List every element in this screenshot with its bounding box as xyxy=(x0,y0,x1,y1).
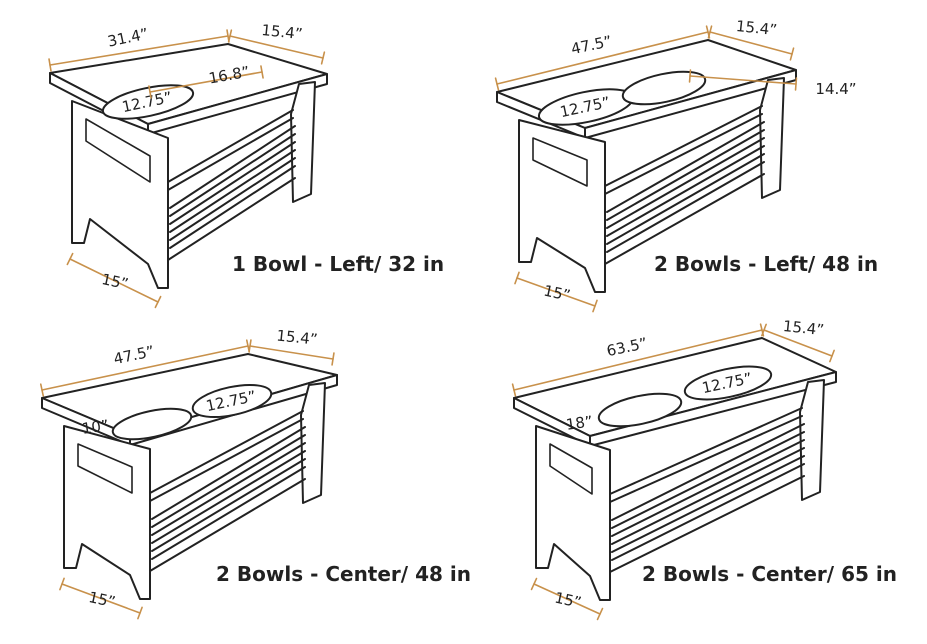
left-panel-cutout xyxy=(85,118,151,183)
bowl-cutout-2 xyxy=(191,383,273,419)
bowl-cutout-1 xyxy=(597,392,683,428)
shelf-slat xyxy=(611,455,805,553)
shelf-slat xyxy=(151,458,306,552)
shelf-front-rail xyxy=(167,177,296,261)
dimension-label-top-length: 47.5” xyxy=(112,342,156,368)
stretcher-bar xyxy=(609,407,803,495)
dimension-label-top-length: 31.4” xyxy=(106,25,150,51)
shelf-front-rail xyxy=(604,173,765,265)
dimension-base-width xyxy=(514,271,598,313)
stretcher-bar-lower xyxy=(609,415,803,503)
shelf-slat xyxy=(611,447,805,545)
shelf-slat xyxy=(169,165,296,249)
shelf-slat xyxy=(611,439,805,537)
shelf-slat xyxy=(169,149,296,233)
dimension-bowl-offset-1 xyxy=(148,65,264,99)
left-end-panel xyxy=(63,425,151,600)
dimension-label-top-width: 15.4” xyxy=(261,21,304,43)
shelf-slat xyxy=(611,463,805,561)
caption-2-bowls-left: 2 Bowls - Left/ 48 in xyxy=(654,252,879,276)
stretcher-bar xyxy=(167,109,294,183)
feeder-table-1: 31.4”15.4”12.75”15” xyxy=(48,21,328,309)
feeder-table-4: 63.5”15.4”12.75”15” xyxy=(511,317,837,621)
bowl-cutout-1 xyxy=(111,407,193,441)
dimension-label-base-width: 15” xyxy=(87,588,117,611)
dimension-label-bowl-offset-3: 10” xyxy=(81,416,110,438)
dimension-top-width xyxy=(227,29,326,65)
dimension-base-width xyxy=(530,577,604,621)
shelf-slat xyxy=(151,426,306,520)
dimension-label-base-width: 15” xyxy=(100,270,130,293)
stretcher-bar-lower xyxy=(604,113,763,195)
right-end-panel xyxy=(300,382,326,504)
right-end-panel xyxy=(290,81,316,203)
shelf-slat xyxy=(169,157,296,241)
dimension-label-base-width: 15” xyxy=(553,589,583,612)
right-end-panel xyxy=(759,77,785,199)
caption-2-bowls-center-48: 2 Bowls - Center/ 48 in xyxy=(216,562,471,586)
shelf-slat xyxy=(611,423,805,521)
stretcher-bar-lower xyxy=(167,117,294,191)
shelf-slat xyxy=(151,466,306,560)
left-panel-cutout xyxy=(532,137,588,187)
bowl-cutout-1 xyxy=(101,84,195,120)
dimension-top-width xyxy=(248,339,335,366)
dimension-label-top-length: 47.5” xyxy=(569,32,613,58)
dimension-label-top-length: 63.5” xyxy=(605,334,649,360)
shelf-slat xyxy=(151,450,306,544)
right-end-panel xyxy=(799,379,825,501)
dimension-label-top-width: 15.4” xyxy=(735,17,778,39)
caption-1-bowl-left: 1 Bowl - Left/ 32 in xyxy=(232,252,445,276)
left-panel-cutout xyxy=(549,443,593,495)
shelf-slat xyxy=(169,125,296,209)
feeder-table-2: 47.5”15.4”12.75”15” xyxy=(494,17,797,313)
shelf-slat xyxy=(151,442,306,536)
shelf-slat xyxy=(606,161,765,253)
shelf-front-rail xyxy=(609,475,805,573)
shelf-front-rail xyxy=(149,478,306,572)
caption-2-bowls-center-65: 2 Bowls - Center/ 65 in xyxy=(642,562,897,586)
left-end-panel xyxy=(518,119,606,293)
dimension-base-width xyxy=(59,577,143,620)
shelf-slat xyxy=(606,153,765,245)
left-end-panel xyxy=(535,425,611,601)
left-panel-cutout xyxy=(77,443,133,494)
shelf-slat xyxy=(151,434,306,528)
dimension-label-bowl-offset-2: 14.4” xyxy=(815,80,856,98)
shelf-slat xyxy=(169,133,296,217)
dimension-label-base-width: 15” xyxy=(542,282,572,305)
shelf-slat xyxy=(606,129,765,221)
shelf-slat xyxy=(611,431,805,529)
shelf-slat xyxy=(606,145,765,237)
dimension-base-width xyxy=(66,252,162,309)
stretcher-bar xyxy=(149,410,304,494)
bowl-cutout-2 xyxy=(621,70,707,106)
dimension-label-bowl-offset-4: 18” xyxy=(565,412,594,434)
dimension-label-top-width: 15.4” xyxy=(276,326,319,348)
bowl-cutout-2 xyxy=(683,365,773,401)
shelf-slat xyxy=(169,141,296,225)
dimension-bowl-offset-2 xyxy=(688,69,798,91)
dimension-top-width xyxy=(761,323,835,363)
stretcher-bar xyxy=(604,105,763,187)
dimension-label-top-width: 15.4” xyxy=(782,317,825,339)
shelf-slat xyxy=(606,137,765,229)
shelf-slat xyxy=(606,121,765,213)
dimension-top-width xyxy=(707,25,795,61)
stretcher-bar-lower xyxy=(149,418,304,502)
